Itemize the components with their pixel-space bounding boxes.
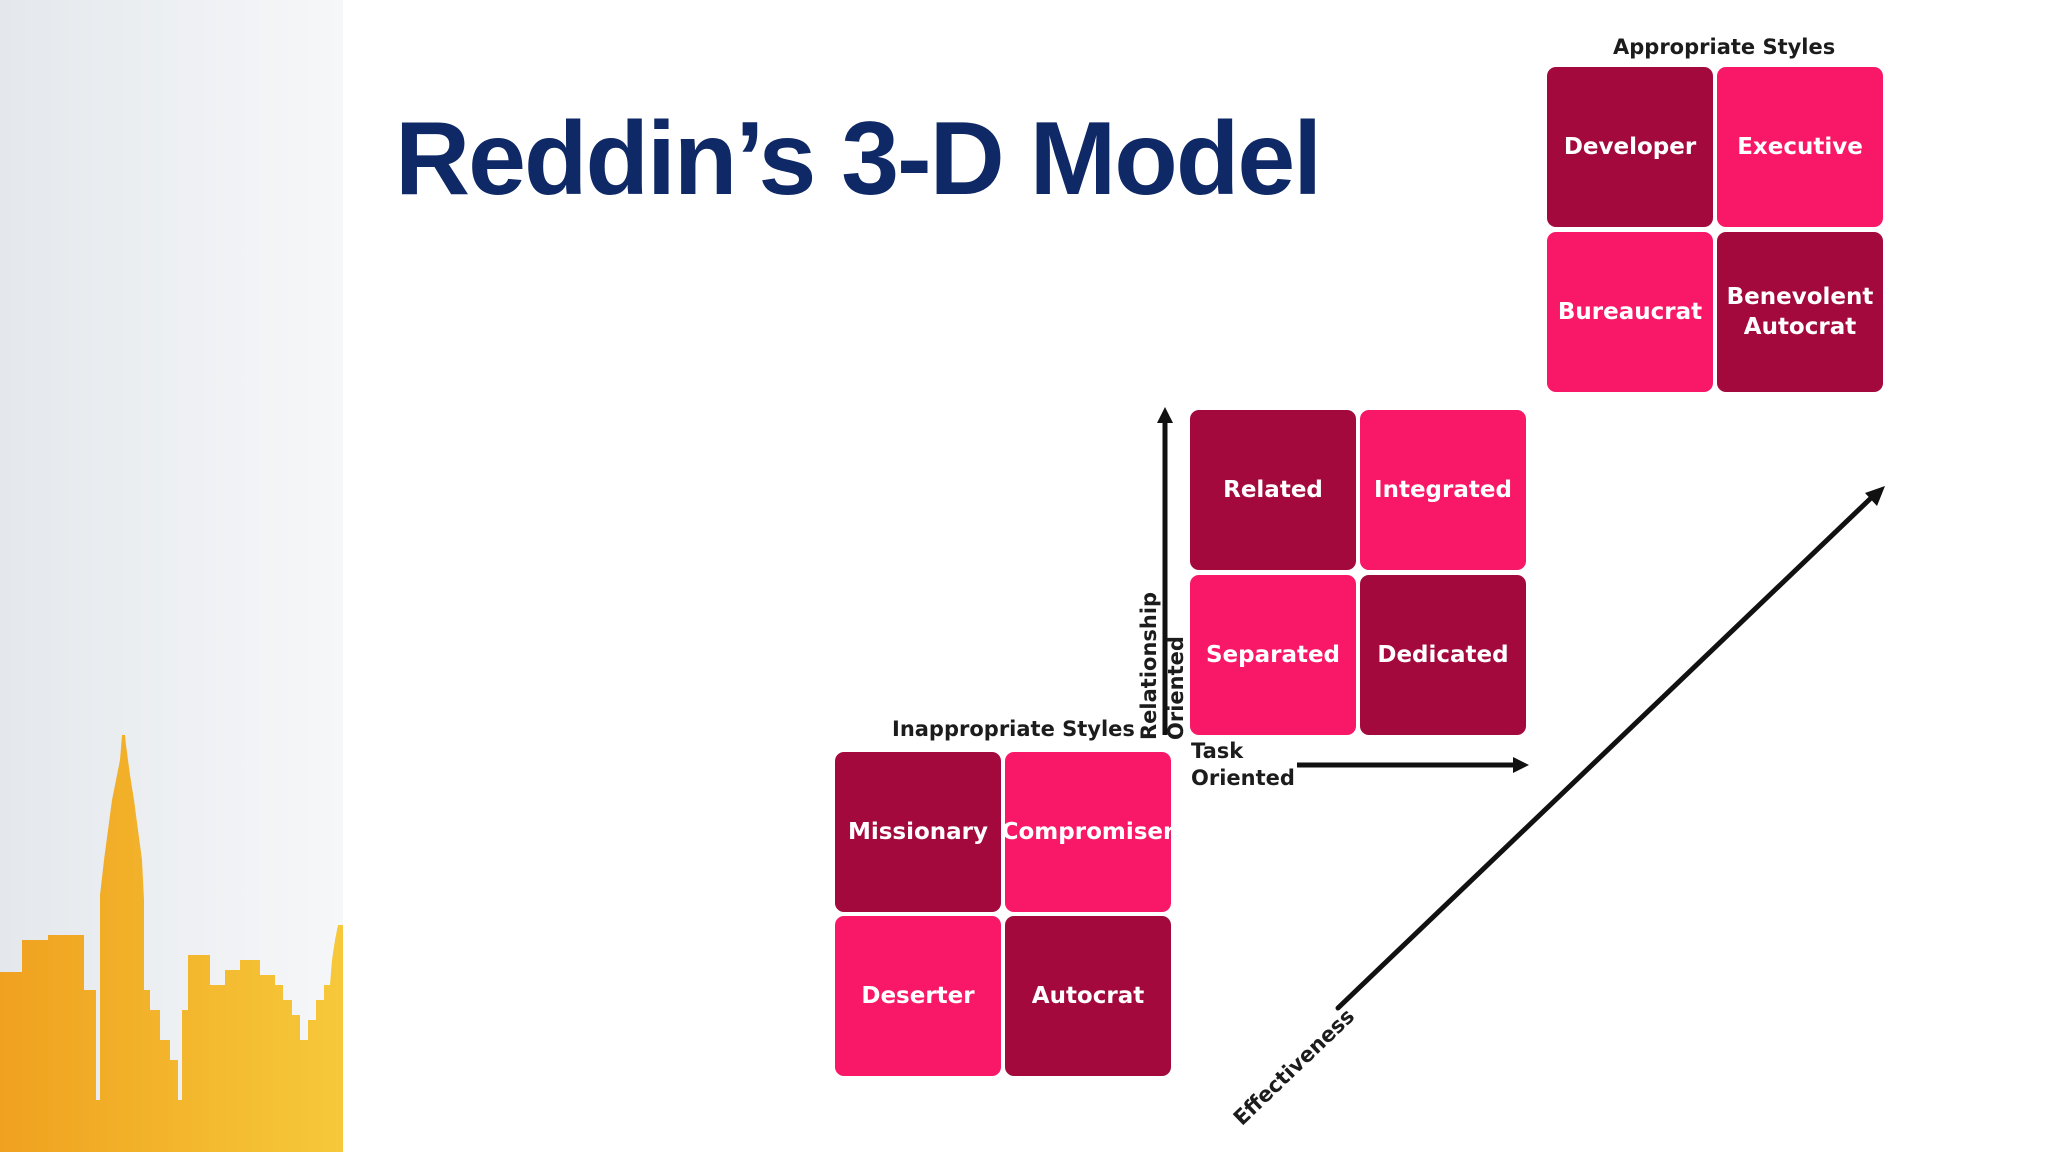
cell-missionary: Missionary	[835, 752, 1001, 912]
relationship-axis-arrow	[1157, 407, 1173, 735]
inappropriate-styles-label: Inappropriate Styles	[892, 717, 1135, 741]
relationship-oriented-label: Relationship Oriented	[1136, 592, 1190, 740]
cell-related: Related	[1190, 410, 1356, 570]
task-label-line2: Oriented	[1191, 766, 1295, 790]
task-axis-arrow	[1297, 757, 1529, 773]
cell-deserter: Deserter	[835, 916, 1001, 1076]
page-title: Reddin’s 3-D Model	[395, 101, 1322, 217]
cell-compromiser: Compromiser	[1002, 752, 1174, 912]
relationship-label-line1: Relationship	[1137, 591, 1161, 740]
cell-executive: Executive	[1717, 67, 1883, 227]
task-label-line1: Task	[1191, 739, 1244, 763]
cell-separated: Separated	[1190, 575, 1356, 735]
task-oriented-label: Task Oriented	[1191, 738, 1295, 792]
cell-benevolent-autocrat: Benevolent Autocrat	[1717, 232, 1883, 392]
cell-integrated: Integrated	[1360, 410, 1526, 570]
appropriate-styles-label: Appropriate Styles	[1613, 35, 1836, 59]
cell-developer: Developer	[1547, 67, 1713, 227]
cell-autocrat: Autocrat	[1005, 916, 1171, 1076]
city-skyline-icon	[0, 735, 343, 1152]
relationship-label-line2: Oriented	[1164, 636, 1188, 740]
cell-dedicated: Dedicated	[1360, 575, 1526, 735]
cell-bureaucrat: Bureaucrat	[1547, 232, 1713, 392]
